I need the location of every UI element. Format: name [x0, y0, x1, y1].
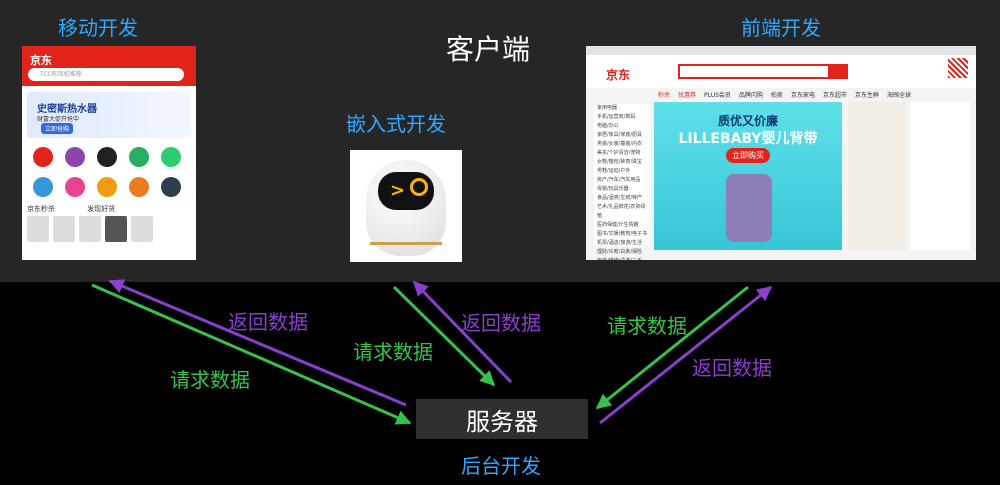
web-menu-item: 理财/众筹/白条/保险 [597, 249, 643, 255]
web-menu-item: 机票/酒店/旅游/生活 [597, 240, 643, 246]
middle-return-arrow [412, 280, 513, 384]
qr-code-icon [948, 58, 968, 78]
product-thumb [27, 216, 49, 242]
left-return-label: 返回数据 [228, 310, 308, 334]
web-banner-button: 立即购买 [726, 148, 770, 163]
mobile-icon-grid [27, 144, 191, 204]
web-search-input [678, 64, 830, 79]
seckill-title: 京东秒杀 [27, 205, 55, 213]
right-request-label: 请求数据 [607, 314, 687, 338]
baby-carrier-image [726, 174, 772, 242]
mobile-app-screenshot: 京东 TCC吹风机推荐 史密斯热水器 财富大促开抢中 立即抢购 京东秒杀 发现好… [22, 46, 196, 260]
web-banner: 质优又价廉 LILLEBABY婴儿背带 立即购买 [654, 102, 842, 250]
robot-belt [370, 242, 442, 245]
web-top-bar [586, 46, 976, 55]
left-request-label: 请求数据 [170, 368, 250, 392]
web-nav-item: 秒杀 [658, 92, 671, 99]
embedded-dev-label: 嵌入式开发 [346, 112, 446, 136]
right-return-arrow [599, 285, 773, 425]
left-return-arrow [108, 279, 407, 407]
mobile-banner-subtitle: 财富大促开抢中 [37, 116, 80, 123]
web-nav-item: 海囤全球 [886, 92, 911, 99]
web-menu-item: 艺术/礼品鲜花/农资绿植 [597, 204, 646, 219]
web-menu-item: 母婴/玩具乐器 [597, 186, 629, 192]
middle-return-label: 返回数据 [461, 311, 541, 335]
web-nav-item: 品牌闪购 [738, 92, 763, 99]
middle-request-arrow [392, 285, 496, 387]
mobile-logo: 京东 [30, 54, 52, 67]
web-nav-item: 京东家电 [790, 92, 815, 99]
category-icon [65, 147, 85, 167]
web-nav: 秒杀优惠券 PLUS会员品牌闪购拍卖京东家电京东超市京东生鲜海囤全球 [658, 90, 919, 99]
web-side-promos [848, 102, 906, 250]
web-nav-item: 京东生鲜 [854, 92, 879, 99]
web-menu-item: 房产/汽车/汽车用品 [597, 177, 641, 183]
web-banner-line1: 质优又价廉 [717, 114, 778, 128]
web-menu-item: 医药保健/计生情趣 [597, 222, 639, 228]
web-menu-item: 女鞋/箱包/钟表/珠宝 [597, 159, 643, 165]
mobile-banner-title: 史密斯热水器 [37, 104, 97, 115]
web-nav-item: 优惠券 [678, 92, 697, 99]
category-icon [33, 147, 53, 167]
category-icon [161, 147, 181, 167]
product-thumb [79, 216, 101, 242]
web-menu-item: 食品/酒类/生鲜/特产 [597, 195, 643, 201]
product-thumb [105, 216, 127, 242]
client-title: 客户端 [446, 33, 531, 66]
search-icon [830, 64, 848, 79]
web-menu-item: 安装/维修/清洗/二手 [594, 257, 650, 260]
discover-title: 发现好货 [87, 205, 116, 213]
robot-eye-icon [410, 178, 428, 196]
web-menu-item: 电脑/办公 [597, 123, 619, 129]
mobile-dev-label: 移动开发 [58, 16, 138, 40]
left-request-arrow [91, 283, 412, 425]
mobile-banner-button: 立即抢购 [41, 123, 74, 134]
mobile-section-bar: 京东秒杀 发现好货 [27, 204, 115, 214]
category-icon [129, 177, 149, 197]
mobile-product-row [27, 216, 191, 246]
product-thumb [53, 216, 75, 242]
web-menu-item: 男鞋/运动/户外 [597, 168, 631, 174]
web-menu-item: 图书/文娱/教育/电子书 [597, 231, 648, 237]
web-nav-item: PLUS会员 [704, 92, 731, 99]
web-banner-line2: LILLEBABY婴儿背带 [678, 131, 818, 147]
web-menu-item: 家居/家具/家装/厨具 [597, 132, 643, 138]
web-nav-item: 京东超市 [822, 92, 847, 99]
right-return-label: 返回数据 [692, 356, 772, 380]
category-icon [97, 147, 117, 167]
web-category-menu: 家用电器手机/运营商/数码电脑/办公家居/家具/家装/厨具男装/女装/童装/内衣… [594, 104, 650, 260]
frontend-dev-label: 前端开发 [741, 16, 821, 40]
robot-eye-icon: > [390, 180, 406, 201]
web-menu-item: 家用电器 [597, 105, 618, 111]
category-icon [33, 177, 53, 197]
web-menu-item: 手机/运营商/数码 [597, 114, 636, 120]
mobile-search-input: TCC吹风机推荐 [28, 68, 184, 81]
category-icon [129, 147, 149, 167]
category-icon [161, 177, 181, 197]
product-thumb [131, 216, 153, 242]
server-label: 服务器 [466, 407, 538, 436]
backend-dev-label: 后台开发 [461, 454, 541, 478]
category-icon [65, 177, 85, 197]
middle-request-label: 请求数据 [353, 340, 433, 364]
category-icon [97, 177, 117, 197]
right-request-arrow [595, 285, 749, 410]
web-nav-item: 拍卖 [770, 92, 783, 99]
web-logo: 京东 [606, 68, 631, 82]
server-box: 服务器 [416, 399, 588, 439]
web-menu-item: 美妆/个护清洁/宠物 [597, 150, 641, 156]
web-page-screenshot: 京东 秒杀优惠券 PLUS会员品牌闪购拍卖京东家电京东超市京东生鲜海囤全球 家用电… [586, 46, 976, 260]
web-menu-item: 男装/女装/童装/内衣 [597, 141, 643, 147]
mobile-banner: 史密斯热水器 财富大促开抢中 立即抢购 [27, 92, 191, 138]
robot-photo: > [350, 150, 462, 262]
web-user-panel [910, 102, 970, 250]
